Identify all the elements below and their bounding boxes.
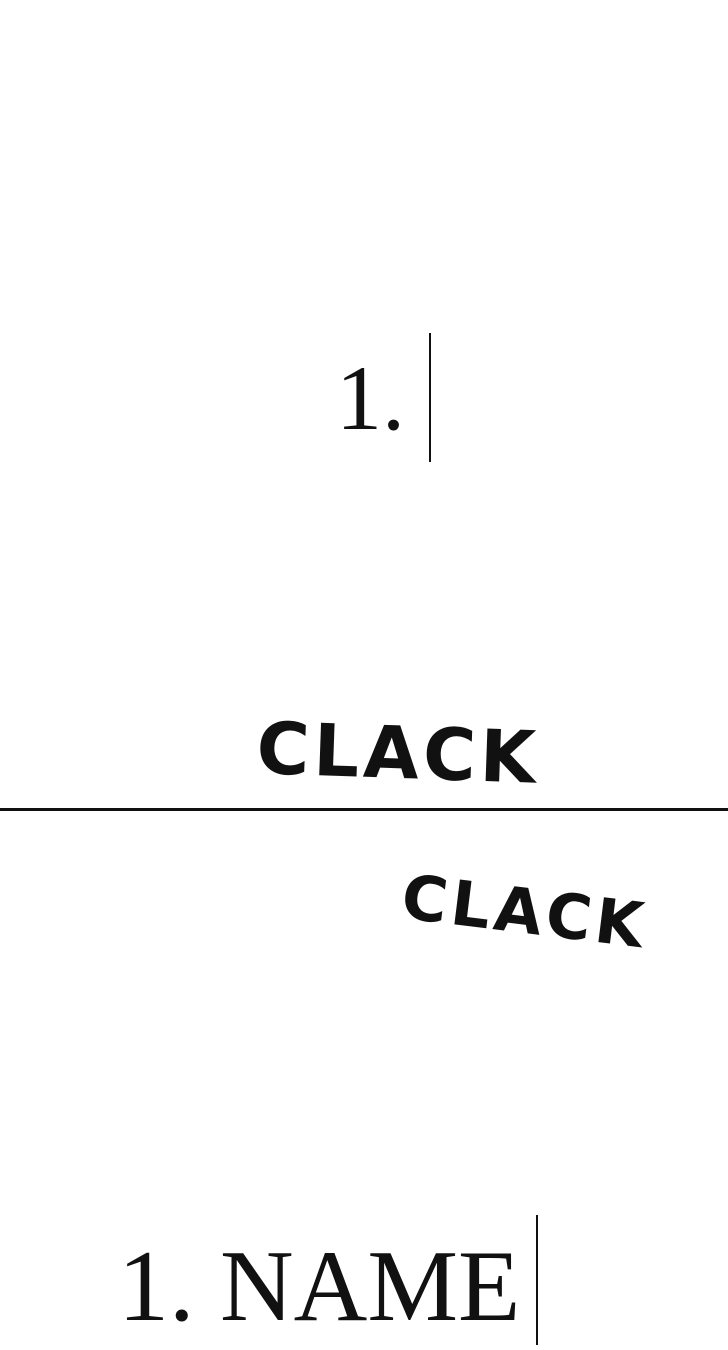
panel-divider bbox=[0, 808, 728, 811]
sound-effect-top: CLACK bbox=[255, 706, 542, 800]
text-cursor-top bbox=[429, 333, 431, 462]
typed-text-top: 1. bbox=[336, 347, 405, 449]
typed-text-bottom: 1. NAME bbox=[118, 1230, 521, 1343]
text-cursor-bottom bbox=[536, 1215, 538, 1345]
sound-effect-bottom: CLACK bbox=[397, 860, 652, 963]
